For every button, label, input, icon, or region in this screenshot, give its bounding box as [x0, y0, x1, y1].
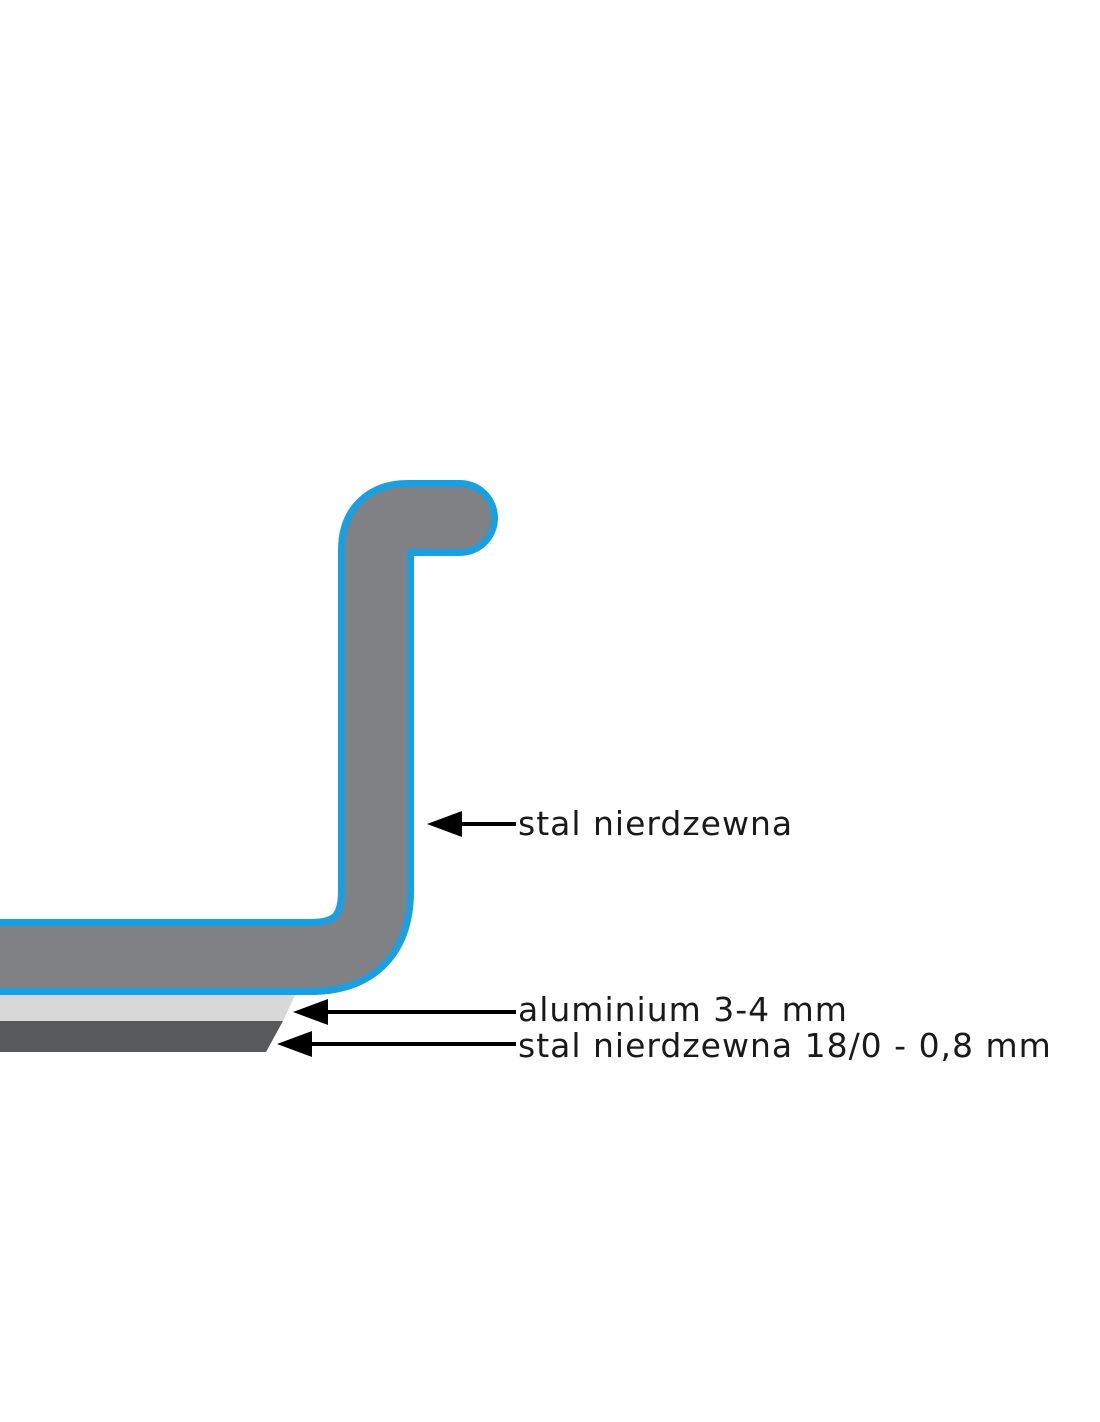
pan-wall-body — [0, 487, 491, 988]
arrow-aluminium — [293, 999, 516, 1025]
base-steel-layer — [0, 1021, 283, 1052]
arrow-aluminium-head — [293, 999, 328, 1025]
arrow-wall — [427, 811, 516, 837]
label-base: stal nierdzewna 18/0 - 0,8 mm — [518, 1026, 1052, 1065]
aluminium-layer — [0, 993, 296, 1021]
label-aluminium: aluminium 3-4 mm — [518, 990, 848, 1029]
arrow-base-head — [277, 1031, 312, 1057]
label-wall: stal nierdzewna — [518, 804, 793, 843]
arrow-base — [277, 1031, 516, 1057]
arrow-wall-head — [427, 811, 462, 837]
